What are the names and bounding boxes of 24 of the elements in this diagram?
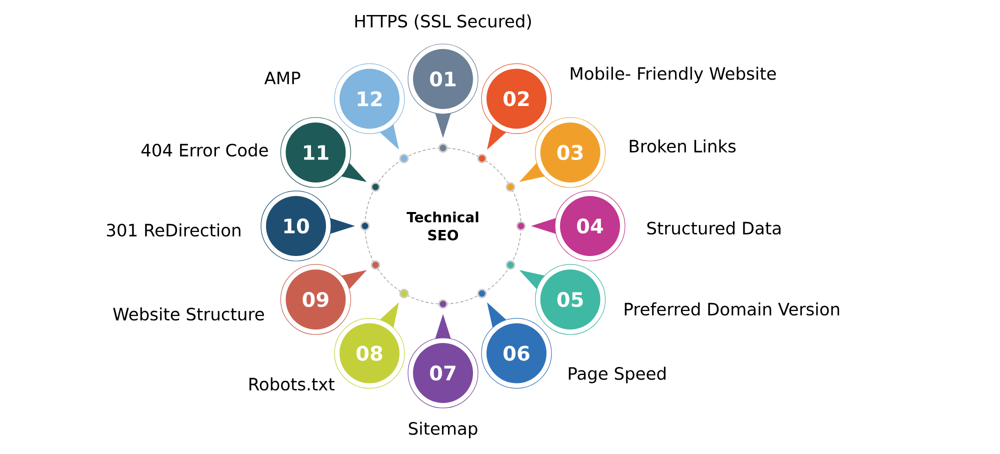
number-bubble: 03	[519, 117, 606, 188]
number-bubble: 12	[334, 63, 405, 150]
item-label: 301 ReDirection	[106, 223, 240, 237]
number-bubble: 08	[334, 302, 405, 389]
item-label: Robots.txt	[250, 377, 334, 391]
number-bubble: 02	[481, 63, 552, 150]
item-label: Preferred Domain Version	[624, 302, 840, 316]
item-label: Website Structure	[113, 307, 264, 321]
number-bubble: 05	[519, 264, 606, 335]
item-label: Broken Links	[630, 139, 736, 153]
number-bubble: 10	[260, 190, 355, 262]
item-label: Mobile- Friendly Website	[570, 66, 776, 84]
number-bubble: 07	[408, 314, 478, 408]
item-label: AMP	[264, 72, 300, 84]
item-label: 404 Error Code	[141, 143, 268, 157]
number-bubble: 11	[280, 117, 367, 188]
number-bubble: 09	[280, 264, 367, 335]
number-bubble: 06	[481, 302, 552, 389]
number-bubble: 04	[531, 190, 626, 262]
item-label: HTTPS (SSL Secured)	[355, 14, 531, 30]
item-label: Structured Data	[647, 221, 781, 235]
item-label: Page Speed	[568, 366, 666, 384]
item-label: Sitemap	[408, 422, 478, 438]
number-bubble: 01	[408, 44, 478, 138]
